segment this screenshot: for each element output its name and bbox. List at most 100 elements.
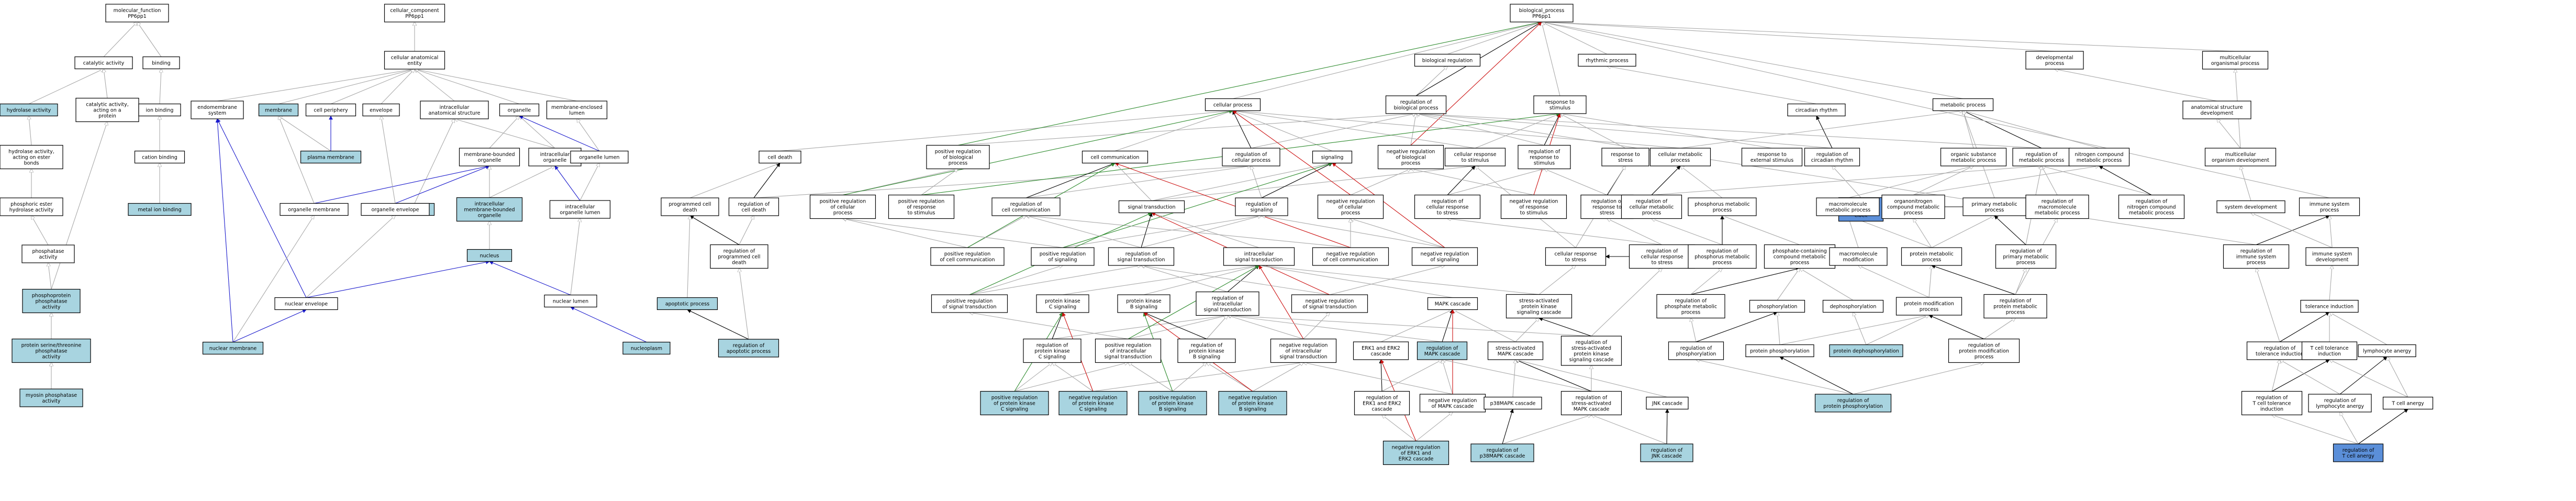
go-term-label: signal transduction	[1235, 257, 1283, 263]
go-term-label: lymphocyte anergy	[2316, 404, 2364, 409]
go-term-box	[1741, 148, 1803, 166]
edge	[2387, 357, 2408, 397]
go-term-box	[2299, 197, 2360, 216]
go-term-label: macromolecule	[1828, 202, 1867, 207]
edge	[1232, 110, 1252, 149]
edge	[753, 166, 1251, 198]
edge-is-a	[278, 116, 315, 204]
edge	[687, 309, 749, 340]
edge-is-a	[1381, 360, 1442, 392]
go-term-label: T cell tolerance	[2310, 346, 2348, 351]
go-term-label: cellular response	[1641, 254, 1683, 260]
edge	[1963, 111, 1974, 149]
edge-is-a	[1382, 415, 1417, 441]
go-term-box	[1745, 344, 1814, 358]
edge	[2272, 415, 2359, 444]
edge	[1232, 110, 1351, 195]
go-term-label: C signaling	[1039, 354, 1066, 360]
go-term-binding: binding	[142, 56, 180, 70]
edge-regulates	[1962, 110, 2042, 149]
edge-is-a	[687, 216, 690, 298]
edge	[1014, 363, 1052, 392]
go-term-label: regulation of	[1816, 152, 1848, 158]
edge-is-a	[2329, 216, 2333, 248]
go-term-label: regulation of	[2042, 199, 2073, 205]
edge	[2329, 216, 2333, 248]
go-term-label: organelle envelope	[371, 207, 419, 213]
go-term-label: MAPK cascade	[1574, 407, 1610, 413]
edge-is-a	[957, 114, 1416, 146]
go-term-label: apoptotic process	[665, 302, 709, 307]
edge-part-of	[215, 118, 233, 342]
go-term-label: of response	[1519, 205, 1548, 210]
edge-is-a	[2387, 357, 2408, 397]
edge-is-a	[1447, 22, 1542, 55]
go-term-label: process	[1904, 210, 1923, 216]
go-term-label: regulation of	[2026, 152, 2058, 158]
edge-is-a	[2256, 269, 2280, 342]
edge-regulates	[1227, 265, 1259, 292]
edge-is-a	[1651, 166, 2042, 196]
edge	[2256, 215, 2330, 246]
edge	[415, 69, 520, 105]
go-term-box	[362, 103, 400, 117]
edge-is-a	[1515, 360, 1668, 398]
go-term-box	[12, 338, 91, 363]
edge	[278, 69, 415, 105]
go-term-label: process	[833, 210, 853, 216]
go-term-label: regulation of	[1529, 149, 1560, 155]
edge	[2015, 269, 2026, 295]
edge	[314, 164, 490, 204]
go-term-box	[1895, 297, 1962, 316]
go-term-label: nitrogen compound	[2127, 205, 2176, 210]
go-term-label: B signaling	[1239, 407, 1266, 413]
go-term-label: negative regulation	[1392, 445, 1441, 451]
edge-pos-reg	[957, 20, 1542, 146]
edge-is-a	[1350, 169, 1411, 196]
go-term-label: endomembrane	[197, 105, 237, 110]
edge-is-a	[739, 269, 749, 340]
edge-is-a	[1092, 363, 1303, 392]
go-term-label: regulation of	[1036, 343, 1068, 349]
edge-is-a	[1228, 316, 1304, 340]
go-term-tolerance: tolerance induction	[2300, 299, 2359, 313]
go-term-label: response to	[1592, 205, 1622, 210]
edge	[1228, 316, 1443, 342]
edge-is-a	[2055, 69, 2217, 102]
edge-is-a	[1207, 363, 1253, 392]
edge	[1994, 215, 2026, 245]
edge-is-a	[2240, 166, 2251, 201]
edge	[1696, 360, 1854, 395]
go-term-label: protein dephosphorylation	[1833, 349, 1899, 354]
edge	[1607, 66, 1817, 105]
go-term-box	[1470, 443, 1534, 462]
edge	[2358, 409, 2408, 444]
edge	[1544, 113, 1560, 146]
edge	[1560, 114, 1772, 149]
go-term-label: phosphatase	[32, 249, 64, 254]
edge-is-a	[1591, 415, 1667, 444]
go-term-nuclumen: nuclear lumen	[544, 294, 597, 308]
edge	[1228, 316, 1304, 340]
edge	[415, 69, 455, 102]
edge-is-a	[1303, 363, 1453, 395]
go-term-box	[2300, 299, 2359, 313]
go-term-label: stress-activated	[1571, 346, 1611, 351]
go-term-label: nitrogen compound	[2075, 152, 2123, 158]
edge	[1913, 166, 1973, 195]
edge	[1026, 216, 1351, 248]
go-term-box	[1816, 197, 1880, 216]
edge	[278, 116, 315, 204]
